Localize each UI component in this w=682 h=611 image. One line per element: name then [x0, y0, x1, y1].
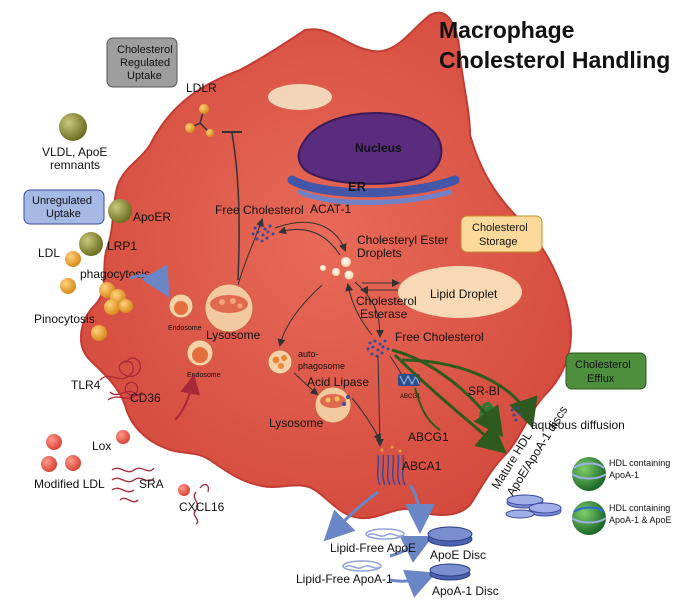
phagocytosis-label: phagocytosis: [80, 267, 150, 281]
sra-label: SRA: [139, 477, 164, 491]
autophagosome-label-2: phagosome: [298, 361, 345, 371]
free-cholesterol-dots-lower: [366, 339, 390, 358]
hdl-apoa1-label-2: ApoA-1: [609, 470, 639, 480]
lipid-droplet-label: Lipid Droplet: [430, 287, 498, 301]
abcg1-small-label: ABCG1: [400, 394, 421, 400]
free-cholesterol-upper-label: Free Cholesterol: [215, 203, 304, 217]
endosome-lower-label: Endosome: [187, 372, 221, 379]
scavenger-uptake-arrow: [174, 374, 201, 421]
nucleus-label: Nucleus: [355, 141, 402, 155]
abca1-cholesterol-dots: [380, 445, 402, 453]
svg-text:Regulated: Regulated: [120, 57, 170, 69]
endosome-lower: [186, 339, 214, 367]
svg-text:Uptake: Uptake: [127, 70, 162, 82]
apoer-particle: [108, 199, 132, 223]
lox-label: Lox: [92, 439, 111, 453]
cholesteryl-ester-label-2: Droplets: [357, 246, 402, 260]
abca1-transporter: [376, 454, 406, 486]
cholesteryl-ester-label-1: Cholesteryl Ester: [357, 233, 448, 247]
hdl-apoa1-apoe-particle: [571, 501, 607, 535]
abcg1-label: ABCG1: [408, 430, 449, 444]
cholesteryl-ester-droplets: [320, 257, 354, 280]
mature-hdl-discs: [505, 494, 562, 519]
nucleus: [297, 112, 443, 185]
lrp1-particle: [79, 232, 103, 256]
cholesterol-esterase-label-2: Esterase: [360, 307, 408, 321]
sra-receptor: [111, 467, 155, 503]
ldl-particles: [60, 251, 107, 341]
aqueous-diffusion-dots: [510, 406, 522, 422]
er-label: ER: [348, 179, 367, 194]
modified-ldl-particles: [41, 430, 130, 472]
cholesterol-efflux-box: Cholesterol Efflux: [565, 352, 647, 390]
cxcl16-particle: [178, 484, 190, 496]
lysosome-upper: [204, 283, 254, 333]
ldlr-inhibition-line: [231, 132, 240, 281]
cholesterol-storage-box: Cholesterol Storage: [460, 215, 543, 253]
apoe-disc: [427, 526, 473, 547]
hdl-apoa1-particle: [571, 457, 607, 491]
cxcl16-label: CXCL16: [179, 500, 225, 514]
svg-text:Cholesterol: Cholesterol: [472, 222, 528, 234]
aqueous-diffusion-label: aqueous diffusion: [531, 418, 625, 432]
page-title-line-2: Cholesterol Handling: [439, 47, 670, 73]
cxcl16-receptor: [193, 483, 210, 525]
acat1-label: ACAT-1: [310, 202, 351, 216]
svg-text:Efflux: Efflux: [587, 373, 615, 385]
vldl-label-1: VLDL, ApoE: [42, 145, 107, 159]
vacuole: [268, 84, 332, 110]
acid-lipase-label: Acid Lipase: [307, 375, 369, 389]
lysosome-lower-label: Lysosome: [269, 416, 324, 430]
endoplasmic-reticulum: [287, 175, 460, 198]
autophagosome-label-1: auto-: [298, 349, 319, 359]
tlr4-label: TLR4: [71, 378, 101, 392]
apoa1-disc-label: ApoA-1 Disc: [432, 584, 499, 598]
free-cholesterol-lower-label: Free Cholesterol: [395, 330, 484, 344]
lipid-free-apoa1-label: Lipid-Free ApoA-1: [296, 572, 393, 586]
tlr4-receptor: [99, 357, 141, 396]
lipid-free-apoa1-shape: [342, 560, 382, 572]
unregulated-uptake-box: Unregulated Uptake: [23, 189, 105, 225]
vldl-particle: [59, 113, 87, 141]
lipid-free-apoe-label: Lipid-Free ApoE: [330, 541, 416, 555]
svg-text:Cholesterol: Cholesterol: [575, 359, 631, 371]
lipid-free-apoe-shape: [365, 528, 405, 540]
cd36-receptor: [107, 381, 143, 401]
lysosome-upper-label: Lysosome: [206, 328, 261, 342]
endosome-upper: [168, 293, 194, 319]
abca1-label: ABCA1: [402, 459, 442, 473]
cholesterol-esterase-label-1: Cholesterol: [356, 294, 417, 308]
endosome-upper-label: Endosome: [168, 325, 202, 332]
svg-text:Unregulated: Unregulated: [32, 195, 92, 207]
regulated-uptake-box: Cholesterol Regulated Uptake: [106, 37, 178, 88]
autophagosome: [267, 349, 293, 375]
vldl-label-2: remnants: [50, 158, 100, 172]
efflux-arrows: [391, 348, 538, 454]
phagocytosis-cluster: [99, 282, 133, 315]
macrophage-cell-body: [79, 11, 572, 520]
page-title-line-1: Macrophage: [439, 17, 574, 43]
lysosome-lower: [314, 386, 352, 424]
phagocytosis-arrow: [129, 264, 170, 298]
apoa1-disc: [429, 563, 471, 581]
apoe-disc-label: ApoE Disc: [430, 548, 486, 562]
modified-ldl-label: Modified LDL: [34, 477, 105, 491]
hdl-apoa1-label-1: HDL containing: [609, 458, 670, 468]
cd36-label: CD36: [130, 391, 161, 405]
hdl-apoa1-apoe-label-2: ApoA-1 & ApoE: [609, 515, 672, 525]
pinocytosis-label: Pinocytosis: [34, 312, 95, 326]
svg-text:Storage: Storage: [479, 236, 518, 248]
svg-text:Cholesterol: Cholesterol: [117, 44, 173, 56]
lrp1-label: LRP1: [107, 239, 137, 253]
apoer-label: ApoER: [133, 210, 171, 224]
svg-text:Uptake: Uptake: [46, 208, 81, 220]
abca1-efflux-arrows: [323, 484, 437, 598]
ldlr-receptor: [185, 104, 214, 137]
ldlr-label: LDLR: [186, 81, 217, 95]
sr-bi-label: SR-BI: [468, 384, 500, 398]
hdl-apoa1-apoe-label-1: HDL containing: [609, 503, 670, 513]
lipid-droplet: [398, 266, 522, 318]
ldl-label: LDL: [38, 246, 60, 260]
